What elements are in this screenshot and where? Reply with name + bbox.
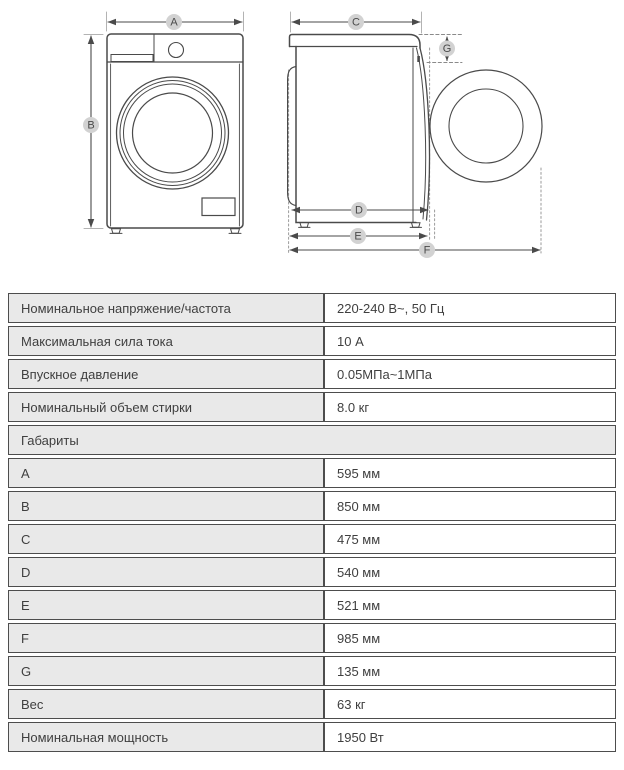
control-knob xyxy=(167,41,185,59)
spec-value-cell: 850 мм xyxy=(324,491,616,521)
spec-value-cell: 540 мм xyxy=(324,557,616,587)
detergent-drawer xyxy=(110,54,154,62)
table-row: A 595 мм xyxy=(8,458,616,488)
spec-label-cell: A xyxy=(8,458,324,488)
spec-value-cell: 220-240 В~, 50 Гц xyxy=(324,293,616,323)
dim-label-c: C xyxy=(348,14,364,30)
svg-text:B: B xyxy=(87,120,94,132)
svg-text:F: F xyxy=(424,245,431,257)
svg-text:G: G xyxy=(443,43,452,55)
spec-label-cell: Вес xyxy=(8,689,324,719)
washer-door xyxy=(115,76,230,190)
section-header-cell: Габариты xyxy=(8,425,616,455)
service-panel xyxy=(201,197,236,217)
dotted-extension-lines xyxy=(288,47,542,254)
table-row: Номинальный объем стирки 8.0 кг xyxy=(8,392,616,422)
table-row: Впускное давление 0.05МПа~1МПа xyxy=(8,359,616,389)
g-dashed-lines xyxy=(418,34,463,63)
open-door xyxy=(429,69,543,183)
spec-value-cell: 475 мм xyxy=(324,524,616,554)
washer-side-body xyxy=(287,33,431,224)
front-view: A B xyxy=(83,11,244,234)
spec-label-cell: Номинальное напряжение/частота xyxy=(8,293,324,323)
table-row: Вес 63 кг xyxy=(8,689,616,719)
spec-label-cell: G xyxy=(8,656,324,686)
side-view: C G D E F xyxy=(287,11,543,258)
table-row: C 475 мм xyxy=(8,524,616,554)
spec-label-cell: E xyxy=(8,590,324,620)
washing-machine-diagram: A B xyxy=(83,11,543,258)
dim-label-e: E xyxy=(350,228,366,244)
spec-value-cell: 135 мм xyxy=(324,656,616,686)
spec-value-cell: 10 А xyxy=(324,326,616,356)
spec-value-cell: 0.05МПа~1МПа xyxy=(324,359,616,389)
dim-label-b: B xyxy=(83,117,99,133)
table-row: Номинальная мощность 1950 Вт xyxy=(8,722,616,752)
section-row: Габариты xyxy=(8,425,616,455)
svg-text:C: C xyxy=(352,17,360,29)
dimension-diagram: A B xyxy=(0,0,624,290)
spec-value-cell: 595 мм xyxy=(324,458,616,488)
spec-label-cell: Впускное давление xyxy=(8,359,324,389)
table-row: Номинальное напряжение/частота 220-240 В… xyxy=(8,293,616,323)
spec-label-cell: B xyxy=(8,491,324,521)
spec-table: Номинальное напряжение/частота 220-240 В… xyxy=(8,290,616,755)
table-row: B 850 мм xyxy=(8,491,616,521)
dim-label-g: G xyxy=(439,40,455,57)
spec-label-cell: Номинальный объем стирки xyxy=(8,392,324,422)
side-feet xyxy=(298,222,422,228)
spec-value-cell: 1950 Вт xyxy=(324,722,616,752)
spec-value-cell: 521 мм xyxy=(324,590,616,620)
spec-label-cell: D xyxy=(8,557,324,587)
dim-label-f: F xyxy=(419,242,435,258)
dim-label-a: A xyxy=(166,14,182,30)
table-row: Максимальная сила тока 10 А xyxy=(8,326,616,356)
spec-value-cell: 985 мм xyxy=(324,623,616,653)
svg-text:E: E xyxy=(354,231,361,243)
extension-lines-side xyxy=(290,11,422,34)
spec-value-cell: 8.0 кг xyxy=(324,392,616,422)
spec-label-cell: F xyxy=(8,623,324,653)
dim-label-d: D xyxy=(351,202,367,218)
spec-label-cell: Номинальная мощность xyxy=(8,722,324,752)
spec-label-cell: C xyxy=(8,524,324,554)
spec-label-cell: Максимальная сила тока xyxy=(8,326,324,356)
door-latch xyxy=(417,56,420,62)
table-row: G 135 мм xyxy=(8,656,616,686)
spec-value-cell: 63 кг xyxy=(324,689,616,719)
svg-text:A: A xyxy=(170,17,178,29)
front-feet xyxy=(109,228,242,234)
svg-text:D: D xyxy=(355,205,363,217)
table-row: F 985 мм xyxy=(8,623,616,653)
table-row: E 521 мм xyxy=(8,590,616,620)
table-row: D 540 мм xyxy=(8,557,616,587)
extension-lines-front xyxy=(83,11,244,229)
